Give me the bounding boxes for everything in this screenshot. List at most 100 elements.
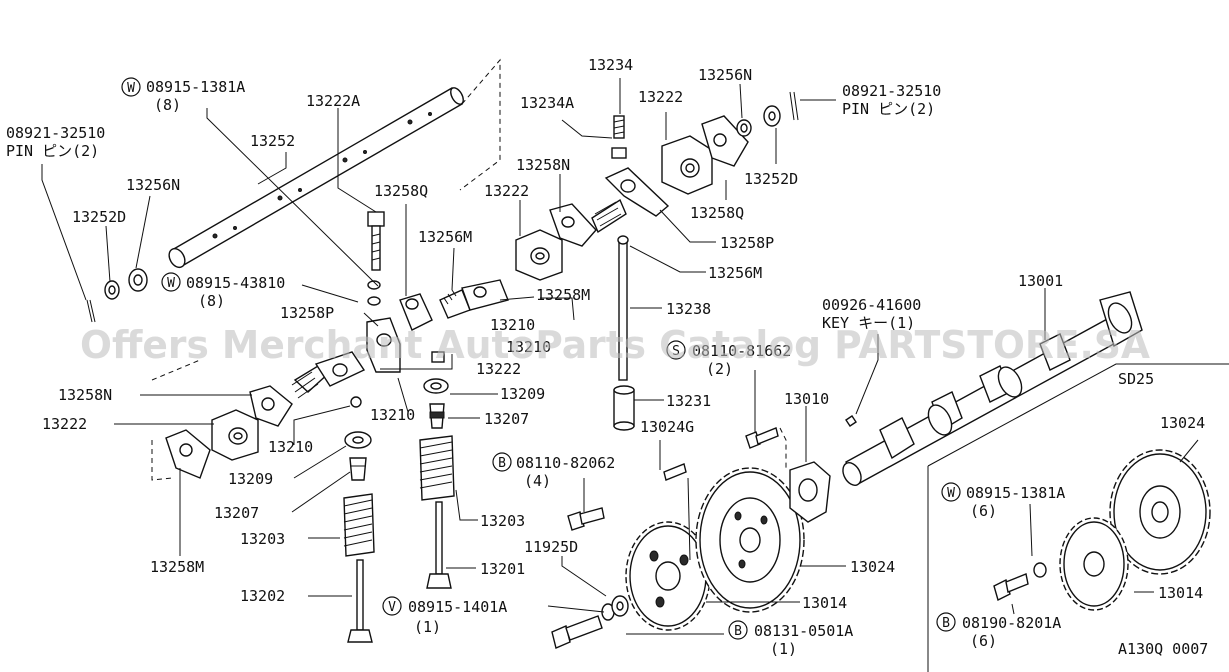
label-inset-w-bolt: 08915-1381A: [966, 484, 1065, 502]
label-dowel: 13024G: [640, 418, 694, 436]
sprocket-small: [625, 521, 711, 631]
marker-b2-letter: B: [734, 624, 742, 639]
sprocket-bolt-a: [567, 507, 605, 531]
washer-right: [763, 105, 781, 127]
label-rocker-n-left: 13258N: [58, 386, 112, 404]
label-cap-a: 13210: [490, 316, 535, 334]
label-pin-right: 08921-32510: [842, 82, 941, 100]
label-pin-left: 08921-32510: [6, 124, 105, 142]
label-w-bolt-b: 08915-43810: [186, 274, 285, 292]
label-diagram-code: A130Q 0007: [1118, 640, 1208, 658]
camshaft: [842, 291, 1143, 486]
marker-b1: [492, 452, 512, 472]
center-bolt: [551, 615, 603, 649]
label-plug-left: 13256N: [126, 176, 180, 194]
bracket-top: [661, 135, 713, 195]
valve-spring-lower: [343, 493, 375, 557]
label-rocker-n-mid: 13258N: [516, 156, 570, 174]
label-retainer-upper: 13209: [500, 385, 545, 403]
label-adjuster-a: 13234A: [520, 94, 574, 112]
label-rocker-m-lower: 13258M: [150, 558, 204, 576]
label-camshaft: 13001: [1018, 272, 1063, 290]
label-b-bolt-b: 08131-0501A: [754, 622, 853, 640]
thrust-washers: [601, 595, 629, 621]
rocker-arm-lower-left: [249, 385, 293, 427]
bracket-lower-left: [211, 409, 259, 461]
label-bracket-left: 13222: [42, 415, 87, 433]
label-variant: SD25: [1118, 370, 1154, 388]
marker-b1-letter: B: [498, 456, 506, 471]
label-sprocket-big: 13024: [850, 558, 895, 576]
label-seat-lower: 13207: [214, 504, 259, 522]
label-lifter: 13231: [666, 392, 711, 410]
label-bracket-mid: 13222: [476, 360, 521, 378]
rocker-arm-right: [604, 167, 670, 217]
marker-w3-letter: W: [947, 486, 955, 501]
label-shaft: 13252: [250, 132, 295, 150]
label-v-bolt: 08915-1401A: [408, 598, 507, 616]
valve-exhaust: [347, 559, 373, 643]
adjuster-screw: [611, 115, 627, 159]
label-spring-q-right: 13258Q: [690, 204, 744, 222]
sprocket-big: [695, 467, 805, 613]
rocker-arm-top-right: [701, 115, 749, 167]
woodruff-key: [845, 415, 857, 427]
label-13210-lower: 13210: [268, 438, 313, 456]
washer-left: [104, 280, 120, 300]
label-pin-left-name: PIN ピン(2): [6, 142, 99, 160]
bracket-mid2: [515, 229, 563, 281]
label-w-bolt-a-qty: (8): [154, 96, 181, 114]
lifter: [613, 385, 635, 431]
label-s-bolt: 08110-81662: [692, 342, 791, 360]
watermark-text: Offers Merchant AutoParts Catalog PARTST…: [80, 323, 1151, 367]
label-spring-q-top: 13258Q: [374, 182, 428, 200]
marker-s-letter: S: [672, 344, 680, 359]
part-labels: W 08915-1381A (8) 13222A 13252 08921-325…: [6, 56, 1208, 658]
thrust-plate: [789, 461, 831, 523]
rocker-spring-right: [591, 198, 627, 234]
label-rocker-p: 13258P: [280, 304, 334, 322]
rocker-arm-far-left: [165, 429, 211, 479]
rocker-arm-mid2: [549, 203, 597, 247]
label-rocker-p-right: 13258P: [720, 234, 774, 252]
label-retainer-lower: 13209: [228, 470, 273, 488]
label-spring-lower: 13203: [240, 530, 285, 548]
valve-seat-lower: [349, 457, 367, 481]
label-b-bolt-a-qty: (4): [524, 472, 551, 490]
caps: [350, 351, 445, 408]
label-inset-sprocket-big: 13024: [1160, 414, 1205, 432]
label-valve-exh: 13202: [240, 587, 285, 605]
label-b-bolt-b-qty: (1): [770, 640, 797, 658]
label-bracket-top: 13222: [638, 88, 683, 106]
label-washer-right: 13252D: [744, 170, 798, 188]
label-key: 00926-41600: [822, 296, 921, 314]
marker-w1: [121, 77, 141, 97]
rocker-shaft: [168, 58, 501, 269]
marker-w3: [941, 482, 961, 502]
label-washer-left: 13252D: [72, 208, 126, 226]
valve-retainer-lower: [344, 431, 372, 449]
label-plug-right: 13256N: [698, 66, 752, 84]
small-washers: [367, 280, 381, 306]
leader-lines: [41, 78, 1199, 635]
label-inset-b-bolt-qty: (6): [970, 632, 997, 650]
label-seat-upper: 13207: [484, 410, 529, 428]
pin-left: [86, 299, 96, 323]
label-inset-w-bolt-qty: (6): [970, 502, 997, 520]
marker-w2-letter: W: [167, 276, 175, 291]
bracket-bolt: [367, 211, 385, 271]
label-shaft-a: 13222A: [306, 92, 360, 110]
rocker-assembly-left: [291, 279, 509, 399]
marker-s: [666, 340, 686, 360]
valve-intake: [426, 501, 452, 589]
label-plate: 13010: [784, 390, 829, 408]
label-s-bolt-qty: (2): [706, 360, 733, 378]
plug-left: [128, 268, 148, 292]
label-v-bolt-qty: (1): [414, 618, 441, 636]
dowel-pin: [663, 463, 687, 481]
label-w-bolt-b-qty: (8): [198, 292, 225, 310]
label-bracket-mid2: 13222: [484, 182, 529, 200]
label-sprocket-small: 13014: [802, 594, 847, 612]
label-rocker-m: 13258M: [536, 286, 590, 304]
